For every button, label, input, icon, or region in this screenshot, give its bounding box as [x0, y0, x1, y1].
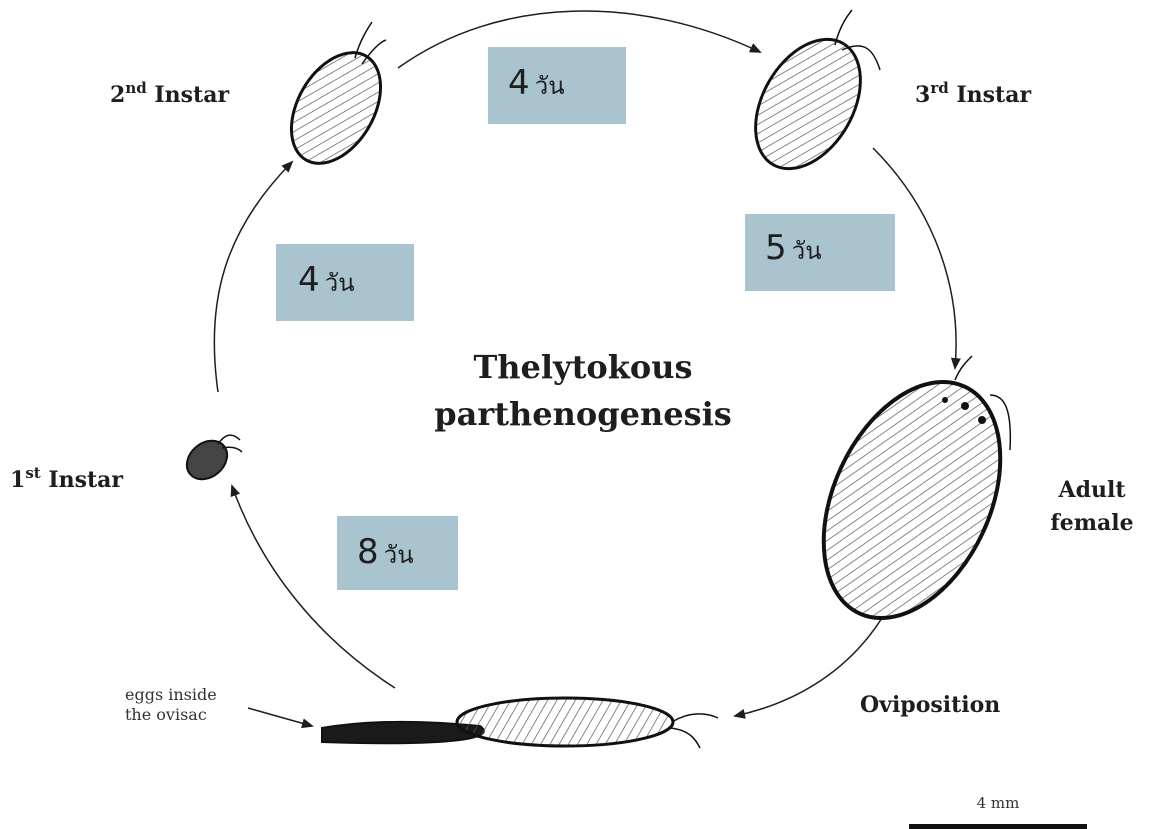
- label-second-instar: 2nd Instar: [110, 79, 229, 108]
- title-line1: Thelytokous: [473, 348, 692, 386]
- duration-box-first-to-second: 4 วัน: [276, 244, 414, 321]
- label-eggs-line1: eggs inside: [125, 685, 217, 704]
- label-third-instar: 3rd Instar: [915, 79, 1031, 108]
- duration-box-third-to-adult: 5 วัน: [745, 214, 895, 291]
- duration-value: 4: [298, 260, 320, 300]
- duration-unit: วัน: [535, 72, 565, 100]
- title-line2: parthenogenesis: [434, 395, 732, 433]
- duration-box-second-to-third: 4 วัน: [488, 47, 626, 124]
- duration-value: 4: [508, 63, 530, 103]
- label-oviposition: Oviposition: [860, 692, 1000, 718]
- label-first-instar: 1st Instar: [10, 464, 123, 493]
- duration-value: 8: [357, 532, 379, 572]
- label-adult-line1: Adult: [1058, 477, 1127, 503]
- duration-value: 5: [765, 228, 787, 268]
- duration-box-egg-to-first: 8 วัน: [337, 516, 458, 590]
- duration-unit: วัน: [792, 237, 822, 265]
- duration-unit: วัน: [384, 541, 414, 569]
- label-adult-line2: female: [1050, 510, 1133, 536]
- label-eggs-line2: the ovisac: [125, 705, 207, 724]
- scale-bar-label: 4 mm: [977, 794, 1020, 812]
- duration-unit: วัน: [325, 269, 355, 297]
